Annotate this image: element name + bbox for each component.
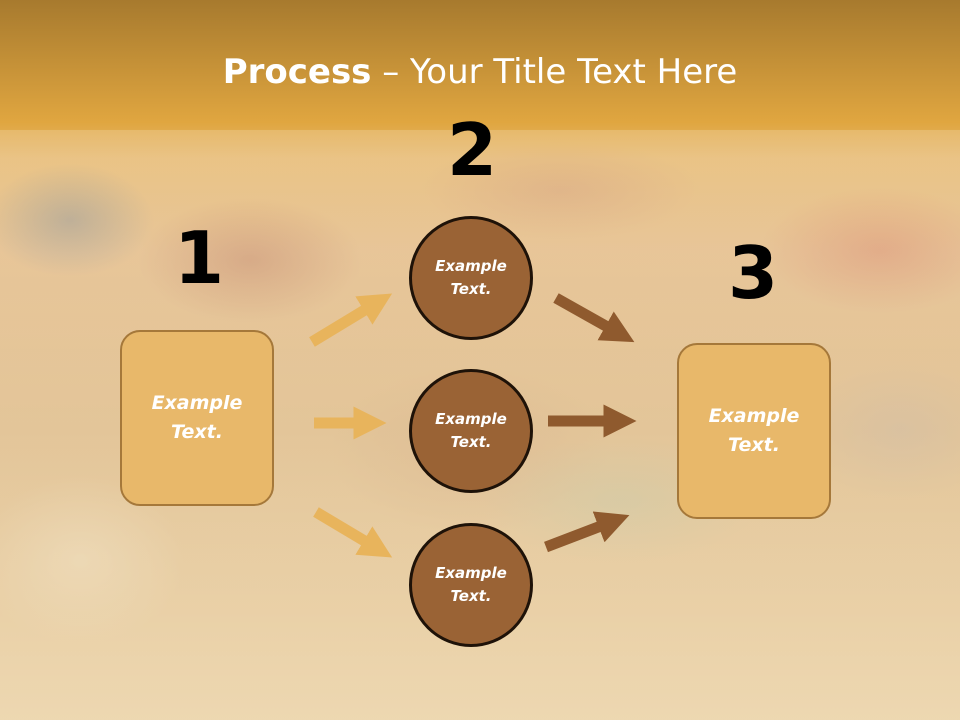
slide-title[interactable]: Process – Your Title Text Here: [0, 52, 960, 92]
step-2-circle-bottom[interactable]: Example Text.: [409, 523, 533, 647]
title-rest: – Your Title Text Here: [371, 52, 738, 92]
step-3-box[interactable]: Example Text.: [677, 343, 831, 519]
arrow-2-to-3-bottom: [544, 511, 630, 553]
step-number-1: 1: [173, 216, 225, 300]
step-2-circle-middle-text: Example Text.: [435, 410, 507, 451]
step-1-box[interactable]: Example Text.: [120, 330, 274, 506]
title-bold: Process: [222, 52, 372, 92]
step-2-circle-top-text: Example Text.: [435, 257, 507, 298]
step-3-text: Example Text.: [708, 405, 800, 456]
step-2-circle-top[interactable]: Example Text.: [409, 216, 533, 340]
step-2-circle-middle[interactable]: Example Text.: [409, 369, 533, 493]
step-number-3: 3: [727, 231, 779, 315]
arrow-1-to-2-bottom: [313, 507, 393, 558]
step-1-text: Example Text.: [151, 392, 243, 443]
step-2-circle-bottom-text: Example Text.: [435, 564, 507, 605]
arrow-1-to-2-top: [309, 293, 393, 347]
arrow-2-to-3-top: [553, 293, 635, 343]
step-number-2: 2: [446, 108, 498, 192]
